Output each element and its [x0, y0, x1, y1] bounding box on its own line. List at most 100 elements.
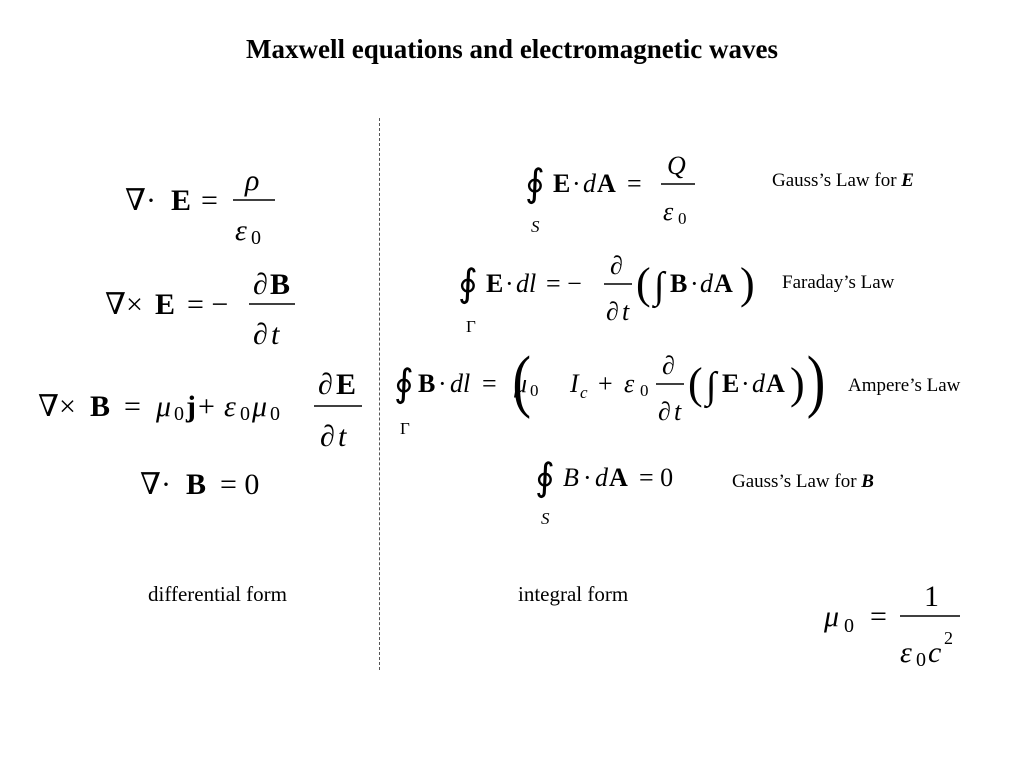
svg-text:B: B — [418, 369, 435, 398]
svg-text:∂: ∂ — [606, 297, 619, 326]
svg-text:=: = — [124, 390, 141, 423]
svg-text:E: E — [155, 288, 175, 321]
gauss-law-b-label: Gauss’s Law for B — [732, 471, 874, 493]
svg-text:∮: ∮ — [394, 363, 414, 405]
svg-text:A: A — [609, 463, 628, 492]
svg-text:μ: μ — [155, 390, 171, 423]
svg-text:·: · — [438, 369, 447, 398]
svg-text:∇×: ∇× — [105, 288, 143, 321]
svg-text:E: E — [336, 368, 356, 401]
svg-text:E: E — [171, 184, 191, 217]
svg-text:ρ: ρ — [244, 164, 259, 197]
svg-text:E: E — [553, 169, 570, 198]
svg-text:ε: ε — [624, 369, 635, 398]
diff-ampere-equation: ∇× B = μ 0 j + ε 0 μ 0 ∂ E ∂ t — [38, 368, 362, 453]
int-gauss-b-equation: ∮ S B · d A = 0 — [535, 457, 673, 528]
svg-text:d: d — [583, 169, 597, 198]
svg-text:∂: ∂ — [320, 420, 335, 453]
svg-text:): ) — [790, 359, 805, 408]
int-gauss-e-equation: ∮ S E · d A = Q ε 0 — [525, 151, 695, 236]
svg-text:0: 0 — [640, 381, 649, 400]
differential-form-label: differential form — [148, 582, 287, 606]
gauss-law-e-symbol: E — [901, 170, 914, 191]
svg-text:A: A — [714, 269, 733, 298]
svg-text:μ: μ — [513, 369, 527, 398]
svg-text:t: t — [271, 318, 280, 351]
svg-text:c: c — [580, 383, 588, 402]
svg-text:B: B — [90, 390, 110, 423]
svg-text:0: 0 — [678, 209, 687, 228]
svg-text:∇×: ∇× — [38, 390, 76, 423]
svg-text:ε: ε — [235, 214, 247, 247]
int-ampere-equation: ∮ Γ B · dl = μ 0 ( I c + ε 0 ∂ ∂ t ( ∫ E… — [394, 348, 826, 438]
svg-text:= 0: = 0 — [639, 463, 673, 492]
svg-text:S: S — [531, 217, 540, 236]
svg-text:∂: ∂ — [610, 251, 623, 280]
svg-text:∇·: ∇· — [125, 184, 156, 217]
svg-text:·: · — [690, 269, 699, 298]
gauss-law-b-text: Gauss’s Law for — [732, 471, 862, 492]
svg-text:= −: = − — [187, 288, 228, 321]
diff-faraday-equation: ∇× E = − ∂ B ∂ t — [105, 268, 295, 351]
svg-text:B: B — [186, 468, 206, 501]
svg-text:= −: = − — [546, 269, 582, 298]
svg-text:d: d — [752, 369, 766, 398]
svg-text:μ: μ — [251, 390, 267, 423]
svg-text:t: t — [622, 297, 630, 326]
svg-text:+: + — [198, 390, 215, 423]
svg-text:0: 0 — [174, 403, 184, 425]
svg-text:=: = — [201, 184, 218, 217]
svg-text:(: ( — [688, 359, 703, 408]
svg-text:A: A — [766, 369, 785, 398]
svg-text:0: 0 — [251, 227, 261, 249]
svg-text:Q: Q — [667, 151, 686, 180]
svg-text:∮: ∮ — [525, 163, 545, 205]
svg-text:·: · — [572, 169, 581, 198]
svg-text:∮: ∮ — [458, 263, 478, 305]
svg-text:E: E — [722, 369, 739, 398]
svg-text:(: ( — [636, 259, 651, 308]
svg-text:=: = — [870, 600, 887, 633]
svg-text:B: B — [563, 463, 579, 492]
svg-text:1: 1 — [924, 580, 939, 613]
svg-text:B: B — [270, 268, 290, 301]
svg-text:=: = — [627, 169, 642, 198]
slide-title: Maxwell equations and electromagnetic wa… — [246, 34, 778, 64]
gauss-law-e-text: Gauss’s Law for — [772, 170, 902, 191]
faraday-law-label: Faraday’s Law — [782, 272, 895, 293]
svg-text:∮: ∮ — [535, 457, 555, 499]
svg-text:t: t — [674, 397, 682, 426]
svg-text:t: t — [338, 420, 347, 453]
svg-text:+: + — [598, 369, 613, 398]
svg-text:0: 0 — [844, 615, 854, 637]
svg-text:d: d — [700, 269, 714, 298]
svg-text:): ) — [807, 348, 826, 419]
gauss-law-e-label: Gauss’s Law for E — [772, 170, 914, 192]
svg-text:S: S — [541, 509, 550, 528]
svg-text:∂: ∂ — [658, 397, 671, 426]
integral-form-label: integral form — [518, 582, 629, 606]
svg-text:·: · — [741, 369, 750, 398]
svg-text:0: 0 — [240, 403, 250, 425]
svg-text:0: 0 — [916, 649, 926, 671]
svg-text:j: j — [185, 390, 196, 423]
svg-text:∂: ∂ — [253, 268, 268, 301]
wave-relation-equation: μ 0 = 1 ε 0 c 2 — [824, 580, 960, 671]
svg-text:E: E — [486, 269, 503, 298]
svg-text:= 0: = 0 — [220, 468, 259, 501]
svg-text:): ) — [740, 259, 755, 308]
ampere-law-label: Ampere’s Law — [848, 375, 961, 396]
svg-text:∂: ∂ — [662, 351, 675, 380]
svg-text:∫: ∫ — [704, 365, 719, 409]
svg-text:I: I — [569, 369, 580, 398]
svg-text:dl: dl — [450, 369, 470, 398]
int-faraday-equation: ∮ Γ E · dl = − ∂ ∂ t ( ∫ B · d A ) — [458, 251, 755, 336]
svg-text:(: ( — [512, 348, 531, 419]
svg-text:ε: ε — [663, 197, 674, 226]
svg-text:2: 2 — [944, 628, 953, 648]
svg-text:B: B — [670, 269, 687, 298]
svg-text:ε: ε — [900, 636, 912, 669]
gauss-law-b-symbol: B — [861, 471, 874, 492]
svg-text:d: d — [595, 463, 609, 492]
svg-text:0: 0 — [270, 403, 280, 425]
